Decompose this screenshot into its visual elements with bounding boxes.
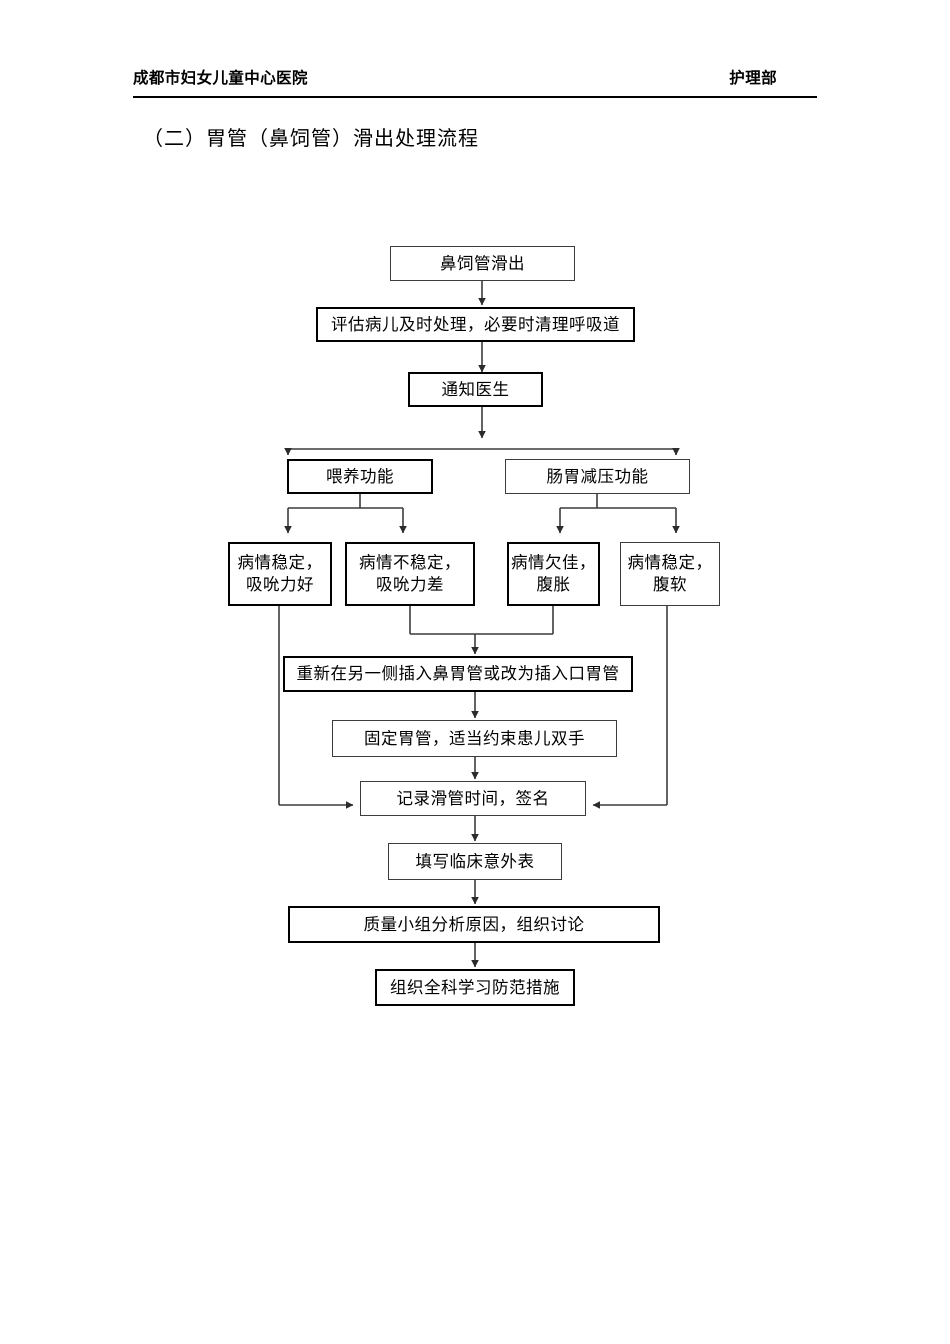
page-title: （二）胃管（鼻饲管）滑出处理流程 <box>143 128 479 150</box>
node-fixate-tube: 固定胃管，适当约束患儿双手 <box>332 720 617 757</box>
node-record-time-sign: 记录滑管时间，签名 <box>360 781 586 816</box>
node-start: 鼻饲管滑出 <box>390 246 575 281</box>
node-condition-stable-soft-abdomen: 病情稳定， 腹软 <box>620 542 720 606</box>
node-condition-stable-good-suck: 病情稳定， 吸吮力好 <box>228 542 332 606</box>
node-condition-unstable-poor-suck: 病情不稳定， 吸吮力差 <box>345 542 475 606</box>
node-feeding-function: 喂养功能 <box>287 459 433 494</box>
header-department: 护理部 <box>729 70 777 87</box>
node-department-training: 组织全科学习防范措施 <box>375 969 575 1006</box>
node-fill-incident-form: 填写临床意外表 <box>388 843 562 880</box>
page-header: 成都市妇女儿童中心医院 护理部 <box>133 66 817 98</box>
header-institution: 成都市妇女儿童中心医院 <box>133 70 308 87</box>
node-decompression-function: 肠胃减压功能 <box>505 459 690 494</box>
node-assess: 评估病儿及时处理，必要时清理呼吸道 <box>316 307 635 342</box>
node-condition-poor-distension: 病情欠佳， 腹胀 <box>507 542 600 606</box>
node-reinsert-tube: 重新在另一侧插入鼻胃管或改为插入口胃管 <box>283 656 633 692</box>
node-notify-doctor: 通知医生 <box>408 372 543 407</box>
node-quality-group-analysis: 质量小组分析原因，组织讨论 <box>288 906 660 943</box>
